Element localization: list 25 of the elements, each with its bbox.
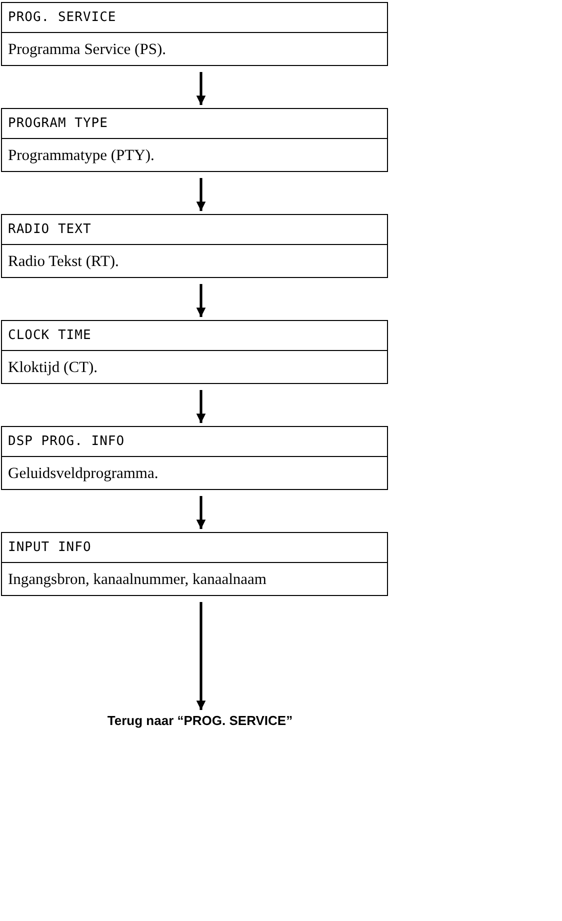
display-label: DSP PROG. INFO <box>2 427 387 457</box>
arrow <box>196 72 206 105</box>
display-label: RADIO TEXT <box>2 215 387 245</box>
arrow <box>196 178 206 211</box>
display-item-box <box>1 2 388 66</box>
display-label: CLOCK TIME <box>2 321 387 351</box>
display-item-box <box>1 108 388 172</box>
item-description: Programma Service (PS). <box>7 40 167 60</box>
display-label: PROGRAM TYPE <box>2 109 387 139</box>
item-description: Kloktijd (CT). <box>7 358 99 378</box>
display-label: INPUT INFO <box>2 533 387 563</box>
display-item-box <box>1 214 388 278</box>
display-label: PROG. SERVICE <box>2 3 387 33</box>
item-description: Geluidsveldprogramma. <box>7 464 160 484</box>
item-description: Radio Tekst (RT). <box>7 252 120 272</box>
arrow <box>196 390 206 423</box>
item-description: Programmatype (PTY). <box>7 146 156 166</box>
display-item-box <box>1 320 388 384</box>
display-item-box <box>1 426 388 490</box>
return-note: Terug naar “PROG. SERVICE” <box>100 713 300 731</box>
item-description: Ingangsbron, kanaalnummer, kanaalnaam <box>7 570 268 590</box>
display-item-box <box>1 532 388 596</box>
arrow <box>196 284 206 317</box>
arrow <box>196 496 206 529</box>
arrow <box>196 602 206 710</box>
